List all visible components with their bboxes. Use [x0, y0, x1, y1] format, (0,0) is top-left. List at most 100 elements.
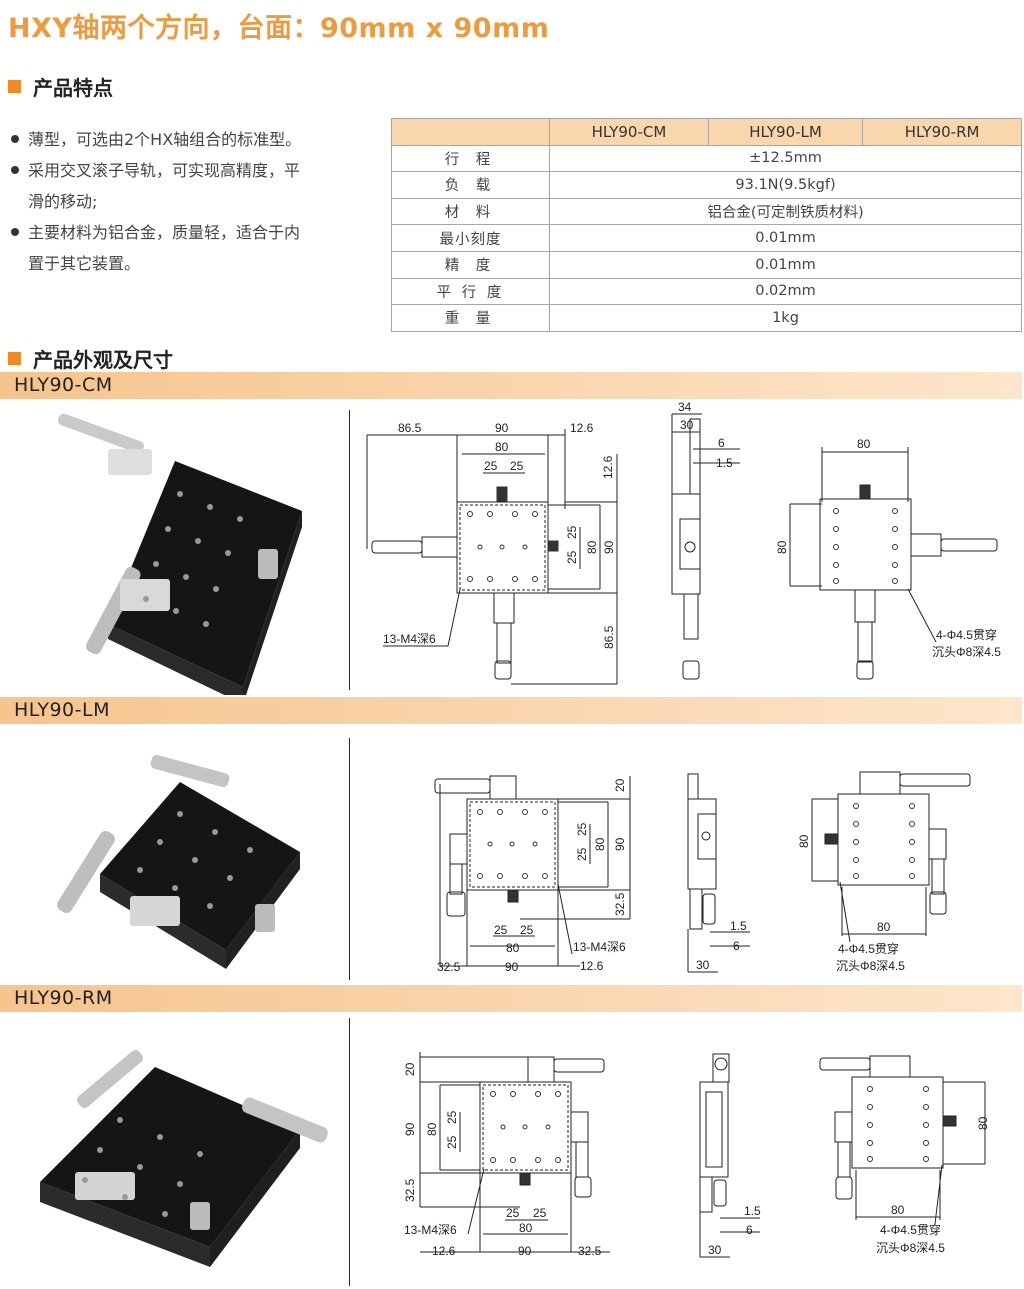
- top-view-rm-holes: [490, 1091, 561, 1163]
- top-view-lm-holes: [477, 809, 548, 879]
- bottom-view-rm-labels: 80 80 4-Φ4.5贯穿 沉头Φ8深4.5: [876, 1116, 990, 1255]
- spec-header-model: HLY90-CM: [549, 118, 709, 146]
- page-title: HXY轴两个方向，台面：90mm x 90mm: [8, 13, 550, 44]
- dim-label: 90: [602, 540, 616, 554]
- model-band-cm: HLY90-CM: [0, 372, 1022, 399]
- side-view-cm: [671, 413, 740, 680]
- dim-label: 25: [445, 1135, 459, 1149]
- bottom-view-lm: [811, 771, 971, 936]
- spec-header-model: HLY90-LM: [707, 118, 864, 146]
- dim-label: 30: [696, 958, 710, 972]
- dim-label: 32.5: [437, 960, 461, 974]
- section-marker-icon: [8, 80, 21, 93]
- dim-label: 30: [680, 418, 694, 432]
- dim-label: 20: [613, 778, 627, 792]
- dim-label: 6: [718, 436, 725, 450]
- spec-value: 0.01mm: [549, 224, 1022, 252]
- top-view-lm-labels: 20 25 25 80 90 32.5 25 25 80 90 32.5 12.…: [437, 778, 627, 974]
- feature-item: 薄型，可选由2个HX轴组合的标准型。: [8, 124, 308, 155]
- dim-label: 13-M4深6: [383, 632, 436, 646]
- dim-label: 25: [575, 847, 589, 861]
- dim-label: 80: [857, 437, 871, 451]
- table-row: 行 程±12.5mm: [391, 144, 1022, 173]
- dim-label: 80: [585, 540, 599, 554]
- dim-label: 25: [575, 822, 589, 836]
- dim-label: 90: [495, 421, 509, 435]
- side-view-cm-labels: 34 30 6 1.5: [678, 400, 733, 470]
- dim-label: 4-Φ4.5贯穿: [838, 941, 899, 956]
- dim-label: 25: [565, 550, 579, 564]
- dim-label: 90: [613, 837, 627, 851]
- bottom-view-cm-holes: [833, 508, 898, 584]
- dim-label: 4-Φ4.5贯穿: [936, 627, 997, 642]
- dim-label: 32.5: [578, 1244, 602, 1258]
- dim-label: 90: [403, 1122, 417, 1136]
- bottom-view-cm: [789, 447, 998, 680]
- bottom-view-rm-holes: [867, 1086, 929, 1162]
- dim-label: 34: [678, 400, 692, 414]
- dim-label: 沉头Φ8深4.5: [932, 645, 1001, 659]
- hly90-cm-figure: 86.5 90 12.6 80 25 25 12.6 25 25 80 90 8…: [58, 400, 1001, 695]
- dim-label: 80: [495, 440, 509, 454]
- dim-label: 25: [510, 459, 524, 473]
- dim-label: 86.5: [398, 421, 422, 435]
- dims-heading-text: 产品外观及尺寸: [33, 348, 173, 372]
- dim-label: 沉头Φ8深4.5: [876, 1241, 945, 1255]
- dim-label: 80: [797, 834, 811, 848]
- dim-label: 80: [877, 920, 891, 934]
- dim-label: 6: [746, 1223, 753, 1237]
- top-view-cm-holes: [467, 486, 559, 582]
- top-view-lm: [434, 775, 631, 967]
- dim-label: 86.5: [602, 625, 616, 649]
- dim-label: 12.6: [601, 455, 615, 479]
- feature-item: 主要材料为铝合金，质量轻，适合于内置于其它装置。: [8, 217, 308, 279]
- dim-label: 32.5: [403, 1178, 417, 1202]
- divider: [349, 1018, 350, 1286]
- feature-item: 采用交叉滚子导轨，可实现高精度，平滑的移动;: [8, 155, 308, 217]
- spec-label: 行 程: [391, 144, 550, 173]
- top-view-rm-labels: 20 90 80 25 25 32.5 13-M4深6 25 25 80 12.…: [403, 1062, 602, 1258]
- dim-label: 25: [533, 1206, 547, 1220]
- stage-photo-rm: [40, 1049, 328, 1267]
- dim-label: 80: [775, 540, 789, 554]
- dim-label: 25: [484, 459, 498, 473]
- side-view-lm: [687, 773, 750, 973]
- bottom-view-lm-labels: 80 80 4-Φ4.5贯穿 沉头Φ8深4.5: [797, 834, 905, 973]
- spec-value: 1kg: [549, 304, 1022, 332]
- spec-label: 负 载: [391, 171, 550, 199]
- side-view-lm-labels: 1.5 6 30: [696, 919, 747, 972]
- table-row: 材 料铝合金(可定制铁质材料): [391, 197, 1022, 226]
- dim-label: 25: [565, 525, 579, 539]
- model-name: HLY90-RM: [14, 987, 113, 1009]
- dim-label: 13-M4深6: [404, 1223, 457, 1237]
- stage-photo-lm: [57, 755, 300, 969]
- model-band-lm: HLY90-LM: [0, 697, 1022, 724]
- dim-label: 32.5: [613, 892, 627, 916]
- hly90-rm-figure: 20 90 80 25 25 32.5 13-M4深6 25 25 80 12.…: [40, 1049, 990, 1267]
- dim-label: 6: [733, 939, 740, 953]
- dim-label: 1.5: [730, 919, 747, 933]
- dim-label: 25: [494, 923, 508, 937]
- bottom-view-lm-holes: [853, 803, 915, 879]
- dim-label: 25: [445, 1110, 459, 1124]
- side-view-rm: [699, 1053, 760, 1258]
- spec-value: 93.1N(9.5kgf): [549, 171, 1022, 199]
- top-view-cm-labels: 86.5 90 12.6 80 25 25 12.6 25 25 80 90 8…: [383, 421, 616, 649]
- divider: [349, 410, 350, 690]
- features-heading: 产品特点: [8, 72, 113, 101]
- spec-label: 重 量: [391, 304, 550, 332]
- bottom-view-cm-labels: 80 80 4-Φ4.5贯穿 沉头Φ8深4.5: [775, 437, 1001, 659]
- dims-heading: 产品外观及尺寸: [8, 344, 173, 373]
- dim-label: 90: [505, 960, 519, 974]
- spec-value: 铝合金(可定制铁质材料): [549, 197, 1022, 226]
- dim-label: 沉头Φ8深4.5: [836, 959, 905, 973]
- dim-label: 1.5: [744, 1204, 761, 1218]
- dim-label: 12.6: [432, 1244, 456, 1258]
- dim-label: 80: [425, 1122, 439, 1136]
- dim-label: 20: [403, 1062, 417, 1076]
- dim-label: 80: [519, 1221, 533, 1235]
